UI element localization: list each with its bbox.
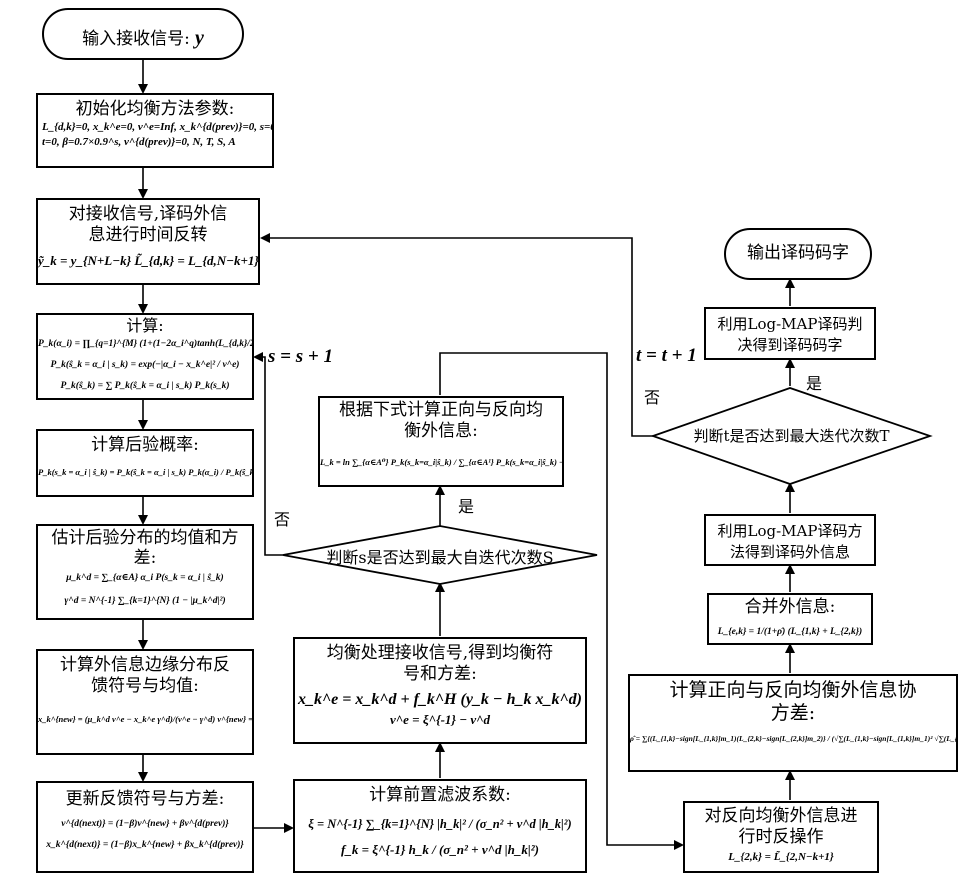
yes-label-s: 是 <box>458 493 474 517</box>
marginal-box: 计算外信息边缘分布反 馈符号与均值: x_k^{new} = (μ_k^d v^… <box>36 649 254 755</box>
compute-formula-1: P_k(α_i) = ∏_{q=1}^{M} (1+(1−2α_i^q)tanh… <box>38 338 252 351</box>
estimate-formula-1: μ_k^d = ∑_{α∈A} α_i P(s_k = α_i | ŝ_k) <box>38 572 252 585</box>
reverse-box: 对接收信号,译码外信 息进行时间反转 ỹ_k = y_{N+L−k} L̃_{d… <box>36 198 260 285</box>
start-label: 输入接收信号: <box>82 29 190 49</box>
estimate-title-2: 差: <box>38 549 252 568</box>
decode-ext-text-1: 利用Log-MAP译码方 <box>706 521 874 542</box>
update-box: 更新反馈符号与方差: v^{d(next)} = (1−β)v^{new} + … <box>36 781 254 873</box>
reverse-title-2: 息进行时间反转 <box>38 225 258 246</box>
decode-ext-text-2: 法得到译码外信息 <box>706 542 874 563</box>
covariance-box: 计算正向与反向均衡外信息协 方差: ρ̂ = ∑{(L_{1,k}−sign[L… <box>628 674 958 772</box>
equalize-formula-2: v^e = ξ^{-1} − v^d <box>295 711 585 728</box>
merge-box: 合并外信息: L_{e,k} = 1/(1+ρ̂) (L_{1,k} + L_{… <box>707 593 873 645</box>
reverse-back-title-1: 对反向均衡外信息进 <box>685 806 877 827</box>
decision-t-text: 判断t是否达到最大迭代次数T <box>653 425 930 446</box>
no-label-s: 否 <box>274 506 290 530</box>
reverse-back-box: 对反向均衡外信息进 行时反操作 L_{2,k} = L̃_{2,N−k+1} <box>683 801 879 873</box>
forward-title-2: 衡外信息: <box>320 421 562 442</box>
compute-formula-3: P_k(ŝ_k) = ∑ P_k(ŝ_k = α_i | s_k) P_k(s_… <box>38 380 252 393</box>
forward-backward-box: 根据下式计算正向与反向均 衡外信息: L_k = ln ∑_{α∈A⁰} P_k… <box>318 396 564 487</box>
start-var: y <box>195 27 204 49</box>
output-terminal: 输出译码码字 <box>724 228 872 280</box>
reverse-formula: ỹ_k = y_{N+L−k} L̃_{d,k} = L_{d,N−k+1} <box>38 252 258 269</box>
forward-formula: L_k = ln ∑_{α∈A⁰} P_k(s_k=α_i|ŝ_k) / ∑_{… <box>320 456 562 469</box>
marginal-title-1: 计算外信息边缘分布反 <box>38 655 252 676</box>
reverse-back-title-2: 行时反操作 <box>685 827 877 848</box>
reverse-back-formula: L_{2,k} = L̃_{2,N−k+1} <box>685 850 877 865</box>
covariance-title-2: 方差: <box>630 702 956 724</box>
posterior-formula: P_k(s_k = α_i | ŝ_k) = P_k(ŝ_k = α_i | s… <box>38 466 252 479</box>
compute-title: 计算: <box>38 317 252 335</box>
filter-formula-1: ξ = N^{-1} ∑_{k=1}^{N} |h_k|² / (σ_n² + … <box>295 816 585 833</box>
filter-title: 计算前置滤波系数: <box>295 785 585 806</box>
output-label: 输出译码码字 <box>726 243 870 264</box>
init-line1: L_{d,k}=0, x_k^e=0, v^e=Inf, x_k^{d(prev… <box>38 120 272 135</box>
posterior-box: 计算后验概率: P_k(s_k = α_i | ŝ_k) = P_k(ŝ_k =… <box>36 429 254 497</box>
decide-codeword-text-2: 决得到译码码字 <box>706 335 874 356</box>
reverse-title-1: 对接收信号,译码外信 <box>38 204 258 225</box>
decide-codeword-box: 利用Log-MAP译码判 决得到译码码字 <box>704 307 876 360</box>
forward-title-1: 根据下式计算正向与反向均 <box>320 400 562 421</box>
equalize-title-2: 号和方差: <box>295 664 585 685</box>
no-label-t: 否 <box>644 384 660 408</box>
update-formula-1: v^{d(next)} = (1−β)v^{new} + βv^{d(prev)… <box>38 818 252 831</box>
covariance-formula: ρ̂ = ∑{(L_{1,k}−sign[L_{1,k}]m_1)(L_{2,k… <box>630 732 956 745</box>
decide-codeword-text-1: 利用Log-MAP译码判 <box>706 314 874 335</box>
equalize-title-1: 均衡处理接收信号,得到均衡符 <box>295 643 585 664</box>
init-line2: t=0, β=0.7×0.9^s, v^{d(prev)}=0, N, T, S… <box>38 135 272 150</box>
compute-box: 计算: P_k(α_i) = ∏_{q=1}^{M} (1+(1−2α_i^q)… <box>36 313 254 400</box>
equalize-box: 均衡处理接收信号,得到均衡符 号和方差: x_k^e = x_k^d + f_k… <box>293 637 587 744</box>
decision-s-text: 判断s是否达到最大自迭代次数S <box>283 544 597 568</box>
start-terminal: 输入接收信号: y <box>42 8 244 60</box>
compute-formula-2: P_k(ŝ_k = α_i | s_k) = exp(−|α_i − x_k^e… <box>38 359 252 372</box>
update-formula-2: x_k^{d(next)} = (1−β)x_k^{new} + βx_k^{d… <box>38 839 252 852</box>
filter-formula-2: f_k = ξ^{-1} h_k / (σ_n² + v^d |h_k|²) <box>295 841 585 858</box>
estimate-formula-2: γ^d = N^{-1} ∑_{k=1}^{N} (1 − |μ_k^d|²) <box>38 595 252 608</box>
filter-box: 计算前置滤波系数: ξ = N^{-1} ∑_{k=1}^{N} |h_k|² … <box>293 779 587 873</box>
equalize-formula-1: x_k^e = x_k^d + f_k^H (y_k − h_k x_k^d) <box>295 689 585 711</box>
t-increment-label: t = t + 1 <box>636 345 697 367</box>
merge-formula: L_{e,k} = 1/(1+ρ̂) (L_{1,k} + L_{2,k}) <box>709 626 871 639</box>
marginal-title-2: 馈符号与均值: <box>38 676 252 697</box>
update-title: 更新反馈符号与方差: <box>38 789 252 810</box>
posterior-title: 计算后验概率: <box>38 435 252 456</box>
s-increment-label: s = s + 1 <box>268 346 333 368</box>
estimate-box: 估计后验分布的均值和方 差: μ_k^d = ∑_{α∈A} α_i P(s_k… <box>36 524 254 620</box>
merge-title: 合并外信息: <box>709 597 871 618</box>
init-box: 初始化均衡方法参数: L_{d,k}=0, x_k^e=0, v^e=Inf, … <box>36 93 274 168</box>
marginal-formula: x_k^{new} = (μ_k^d v^e − x_k^e γ^d)/(v^e… <box>38 713 252 726</box>
decode-ext-box: 利用Log-MAP译码方 法得到译码外信息 <box>704 514 876 566</box>
yes-label-t: 是 <box>806 370 822 394</box>
covariance-title-1: 计算正向与反向均衡外信息协 <box>630 678 956 702</box>
init-title: 初始化均衡方法参数: <box>38 99 272 120</box>
estimate-title-1: 估计后验分布的均值和方 <box>38 528 252 549</box>
